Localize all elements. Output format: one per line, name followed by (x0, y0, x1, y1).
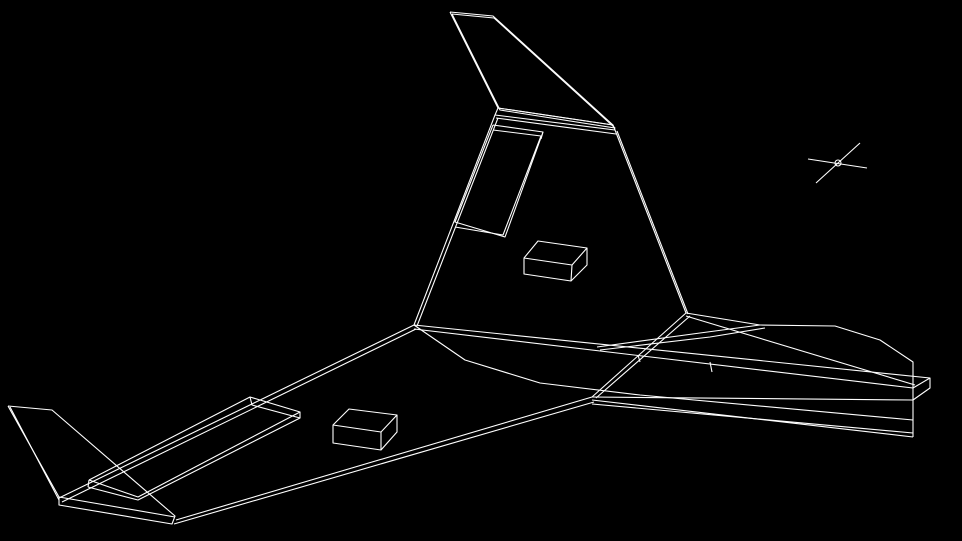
upper-elevon (454, 124, 544, 238)
lower-box (332, 408, 398, 451)
lower-wing-panel (58, 324, 595, 525)
upper-box (523, 240, 588, 282)
center-body (413, 312, 931, 438)
upper-wing-panel (413, 114, 689, 327)
lower-elevon (87, 396, 301, 501)
lower-fin (7, 405, 176, 525)
crosshair-icon (807, 142, 868, 184)
upper-fin (449, 11, 616, 129)
